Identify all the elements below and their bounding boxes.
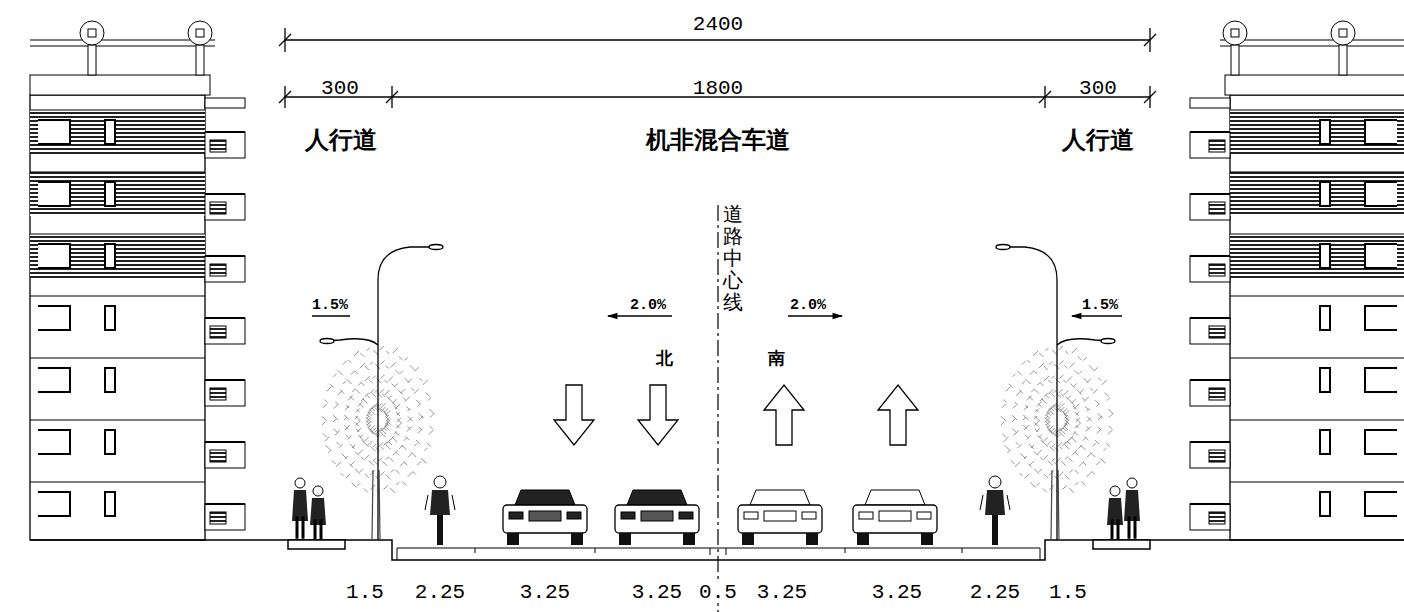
slope-arrow bbox=[312, 315, 1122, 317]
street-tree bbox=[322, 346, 1113, 540]
dimension-line bbox=[279, 28, 1156, 108]
dimension-text: 300 bbox=[320, 78, 360, 99]
dimension-text: 0.5 bbox=[698, 582, 738, 603]
road-profile bbox=[30, 540, 1404, 560]
centerline-label: 道路中心线 bbox=[722, 203, 744, 313]
slope-text: 2.0% bbox=[629, 298, 667, 313]
dimension-text: 300 bbox=[1078, 78, 1118, 99]
dimension-text: 1800 bbox=[692, 78, 744, 99]
car bbox=[503, 490, 937, 545]
building bbox=[1190, 21, 1404, 540]
pedestrian-cyclist bbox=[292, 476, 1140, 545]
dimension-text: 1.5 bbox=[1048, 582, 1088, 603]
dimension-text: 1.5 bbox=[345, 582, 385, 603]
slope-text: 1.5% bbox=[1081, 298, 1119, 313]
dimension-text: 3.25 bbox=[631, 582, 683, 603]
center-line bbox=[717, 205, 718, 612]
dimension-text: 3.25 bbox=[871, 582, 923, 603]
direction-text: 南 bbox=[767, 350, 786, 367]
direction-arrow bbox=[554, 385, 918, 445]
text-label: 人行道 bbox=[304, 128, 378, 152]
slope-text: 1.5% bbox=[311, 298, 349, 313]
dimension-text: 2.25 bbox=[414, 582, 466, 603]
direction-text: 北 bbox=[655, 350, 674, 367]
dimension-text: 2.25 bbox=[969, 582, 1021, 603]
text-label: 机非混合车道 bbox=[645, 128, 791, 152]
dimension-text: 3.25 bbox=[756, 582, 808, 603]
dimension-text: 3.25 bbox=[519, 582, 571, 603]
text-label: 人行道 bbox=[1061, 128, 1135, 152]
slope-text: 2.0% bbox=[789, 298, 827, 313]
dimension-text: 2400 bbox=[692, 14, 744, 35]
street-lamp bbox=[320, 245, 1115, 541]
building bbox=[30, 21, 245, 540]
